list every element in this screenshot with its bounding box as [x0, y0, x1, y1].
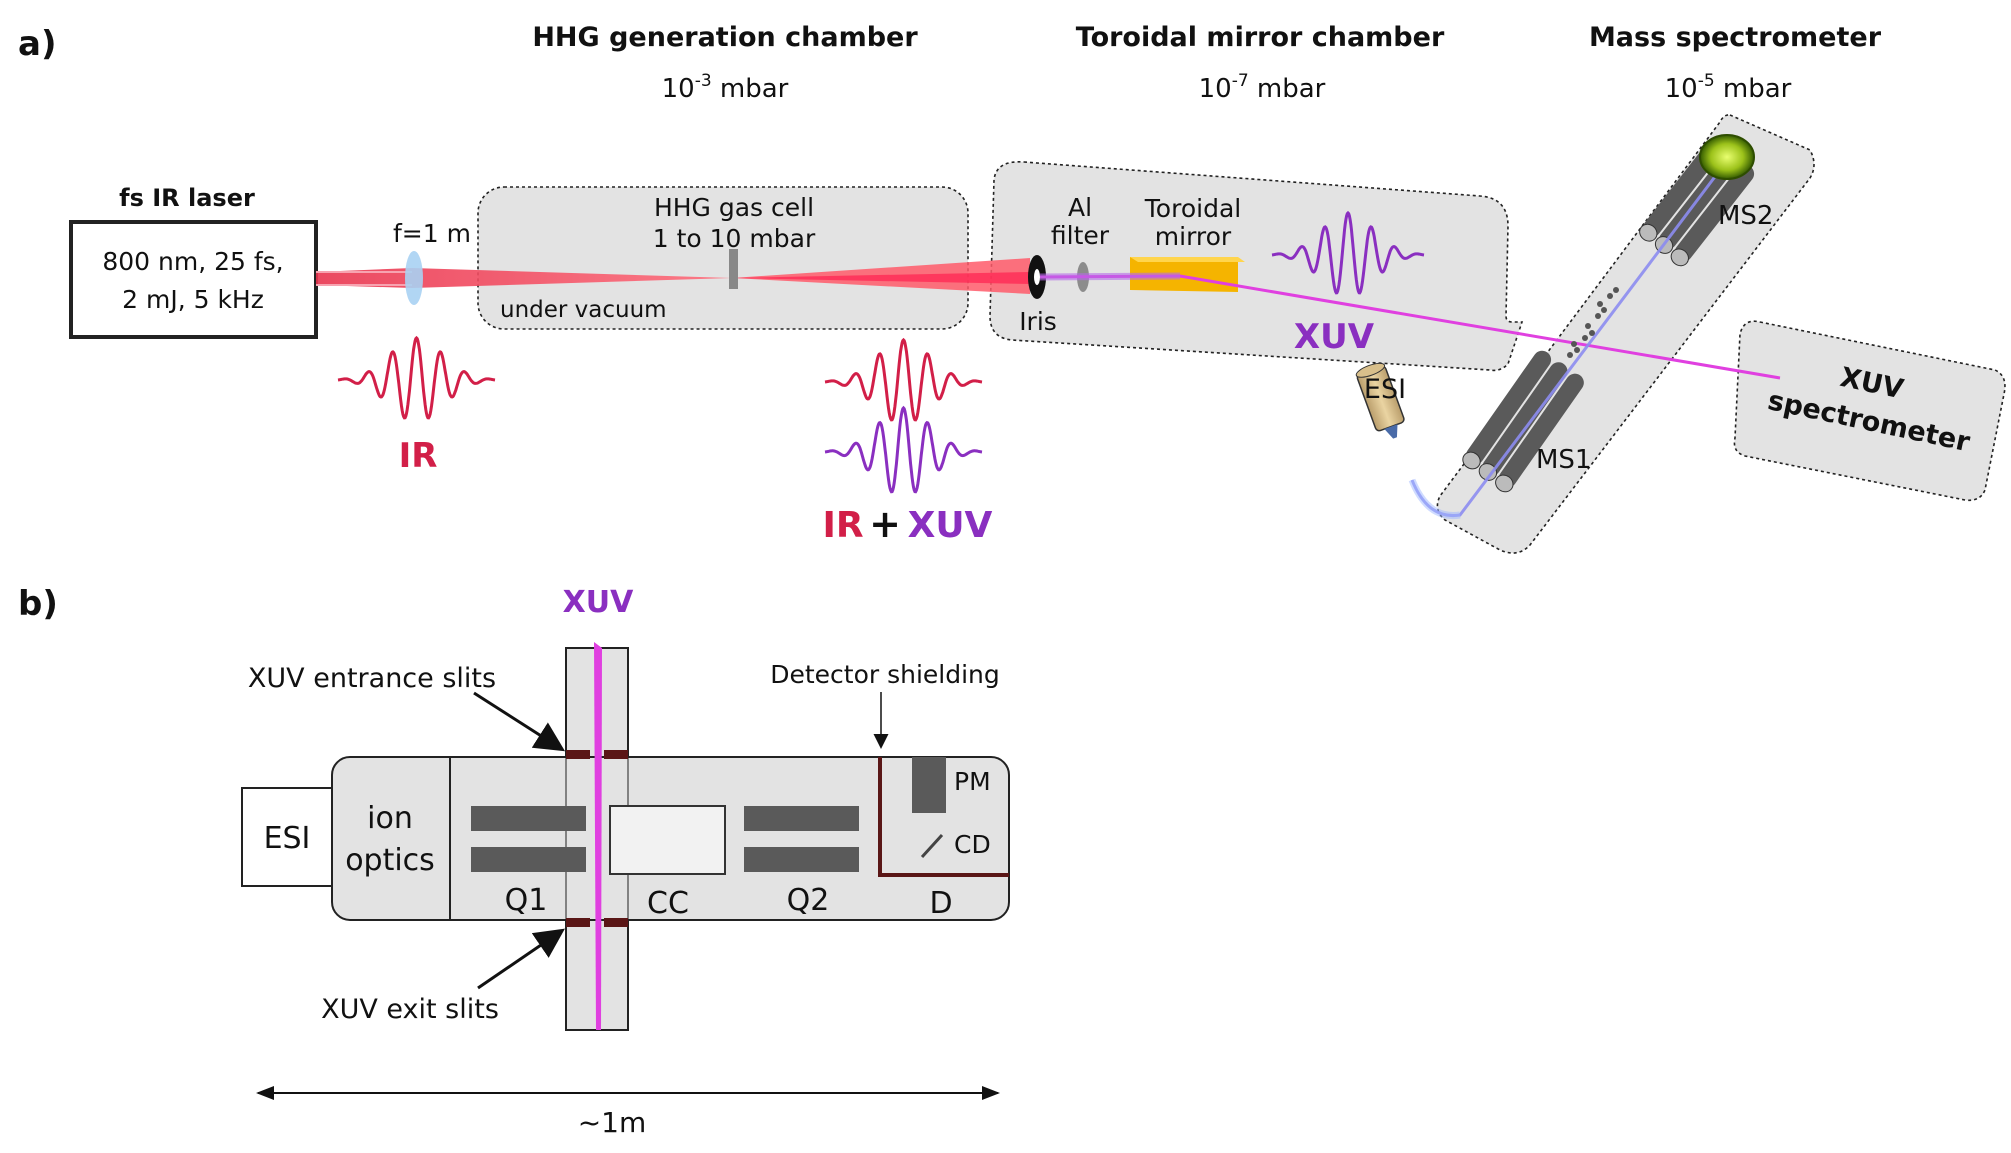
xuv-label-b: XUV — [563, 585, 634, 620]
xuv-combined-label: XUV — [908, 505, 993, 546]
al-filter-label-2: filter — [1051, 221, 1110, 250]
xuv-spectrometer-chamber — [1733, 320, 2006, 502]
xuv-label-toroidal: XUV — [1294, 317, 1375, 357]
entrance-slits-label: XUV entrance slits — [248, 663, 496, 694]
panel-a-label: a) — [18, 24, 56, 64]
q1-rod-top — [471, 806, 586, 831]
detector-shielding — [878, 757, 1009, 877]
detector-shielding-label: Detector shielding — [770, 660, 1000, 689]
toroidal-pressure: 10-7 mbar — [1199, 71, 1326, 104]
toroidal-mirror — [1130, 257, 1238, 292]
entrance-slit-right — [604, 750, 628, 759]
cd-label: CD — [954, 830, 991, 859]
xuv-pulse-wave-combined — [824, 405, 983, 494]
q1-rod-bottom — [471, 847, 586, 872]
laser-title: fs IR laser — [119, 184, 255, 212]
mass-spec-pressure: 10-5 mbar — [1665, 71, 1792, 104]
entrance-slit-left — [566, 750, 590, 759]
exit-slit-right — [604, 918, 628, 927]
gas-cell-pressure: 1 to 10 mbar — [653, 224, 816, 253]
toroidal-chamber-title: Toroidal mirror chamber — [1076, 22, 1445, 53]
ion-optics-label-2: optics — [345, 843, 435, 878]
gas-cell-label: HHG gas cell — [654, 193, 814, 222]
scale-label: ~1m — [578, 1106, 647, 1139]
al-filter-label: Al — [1068, 193, 1092, 222]
ion-optics-label: ion — [367, 801, 413, 836]
ir-label: IR — [399, 436, 438, 476]
cc-label: CC — [647, 886, 689, 921]
xuv-beam-vertical — [594, 642, 602, 1030]
esi-label-b: ESI — [264, 821, 311, 856]
exit-slit-left — [566, 918, 590, 927]
esi-box — [241, 787, 333, 887]
esi-label-a: ESI — [1364, 374, 1406, 405]
lens-label: f=1 m — [393, 219, 471, 248]
toroidal-mirror-label: Toroidal — [1144, 194, 1241, 223]
ms1-label: MS1 — [1536, 445, 1591, 475]
esi-source — [1355, 362, 1405, 439]
hhg-pressure: 10-3 mbar — [662, 71, 789, 104]
ms1-quadrupole — [1462, 350, 1584, 493]
laser-spec-line2: 2 mJ, 5 kHz — [122, 285, 264, 314]
hhg-chamber — [477, 186, 969, 330]
q1-label: Q1 — [505, 883, 548, 918]
q2-label: Q2 — [787, 883, 830, 918]
ir-combined-label: IR — [822, 505, 863, 546]
ir-pulse-wave — [337, 335, 496, 420]
toroidal-mirror-label-2: mirror — [1155, 222, 1232, 251]
toroidal-chamber — [989, 161, 1524, 372]
focusing-lens — [405, 251, 423, 305]
laser-box — [69, 220, 318, 339]
hhg-chamber-title: HHG generation chamber — [532, 22, 918, 53]
ir-pulse-wave-combined — [824, 337, 983, 422]
detector-glow — [1699, 134, 1755, 180]
photomultiplier — [912, 757, 946, 813]
hhg-gas-cell — [729, 249, 738, 289]
mass-spec-title: Mass spectrometer — [1589, 22, 1882, 53]
xuv-pulse-wave — [1271, 210, 1425, 295]
under-vacuum-label: under vacuum — [500, 297, 667, 323]
iris-label: Iris — [1019, 307, 1057, 336]
q2-rod-bottom — [744, 847, 859, 872]
exit-slits-label: XUV exit slits — [321, 994, 499, 1025]
conversion-dynode — [920, 833, 944, 859]
panel-b-label: b) — [18, 584, 58, 624]
molecule-clusters — [1567, 287, 1619, 358]
pm-label: PM — [954, 767, 991, 796]
ms2-label: MS2 — [1718, 201, 1773, 231]
laser-spec-line1: 800 nm, 25 fs, — [102, 247, 283, 276]
collision-cell — [609, 805, 726, 875]
plus-sign: + — [869, 502, 901, 546]
d-label: D — [929, 886, 952, 921]
q2-rod-top — [744, 806, 859, 831]
